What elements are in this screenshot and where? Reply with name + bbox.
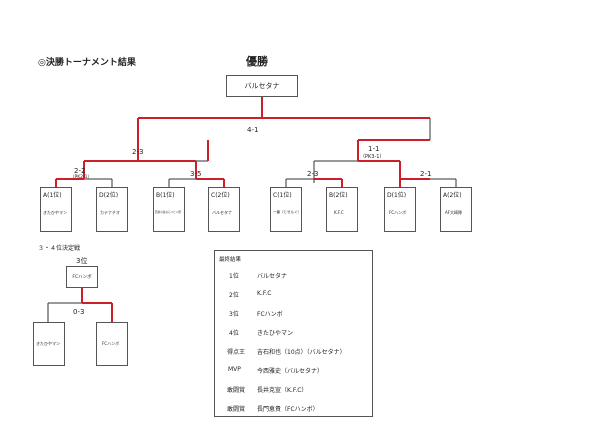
team-box: B(2位) K.F.C bbox=[326, 187, 358, 232]
third-place-score: 0-3 bbox=[73, 308, 85, 316]
team-name: 西新小鬼ならハヒハ所 bbox=[155, 211, 181, 214]
team-box: FCハンボ bbox=[96, 322, 128, 366]
final-results-panel: 最終結果 1位 バルセタナ 2位 K.F.C 3位 FCハンボ 4位 きたひやマ… bbox=[214, 250, 373, 417]
result-value: 吉石和也（10点）（バルセタナ） bbox=[257, 349, 346, 356]
qf3-score: 2-3 bbox=[307, 170, 319, 178]
result-label: 3位 bbox=[229, 311, 239, 318]
result-label: 得点王 bbox=[227, 349, 246, 356]
team-seed: C(2位) bbox=[211, 192, 230, 199]
team-box: D(1位) FCハンボ bbox=[384, 187, 416, 232]
final-results-title: 最終結果 bbox=[219, 257, 242, 263]
result-label: 2位 bbox=[229, 292, 239, 299]
team-box: きたひやマン bbox=[33, 322, 65, 366]
third-place-rank: 3位 bbox=[76, 257, 88, 265]
champion-name: バルセタナ bbox=[244, 82, 280, 90]
champion-box: バルセタナ bbox=[226, 75, 298, 97]
team-box: D(2位) カテナチオ bbox=[96, 187, 128, 232]
champion-heading: 優勝 bbox=[246, 55, 268, 68]
team-box: C(1位) 一番（とせんぐ） bbox=[270, 187, 302, 232]
team-box: C(2位) バルセタナ bbox=[208, 187, 240, 232]
result-value: FCハンボ bbox=[257, 311, 283, 318]
qf1-pk: （PK2-1） bbox=[70, 175, 93, 180]
team-box: B(1位) 西新小鬼ならハヒハ所 bbox=[153, 187, 185, 232]
team-name: FCハンボ bbox=[102, 341, 120, 346]
result-value: バルセタナ bbox=[257, 273, 288, 280]
team-name: きたひやマン bbox=[36, 341, 60, 346]
team-name: AF大崎隊 bbox=[445, 210, 463, 215]
team-name: カテナチオ bbox=[100, 210, 120, 215]
team-seed: B(1位) bbox=[156, 192, 175, 199]
result-value: 長門恵貴（FCハンボ） bbox=[257, 406, 319, 413]
team-seed: B(2位) bbox=[329, 192, 348, 199]
third-place-winner-box: FCハンボ bbox=[66, 266, 98, 288]
result-label: 敢闘賞 bbox=[227, 406, 246, 413]
team-seed: D(1位) bbox=[387, 192, 407, 199]
result-label: 敢闘賞 bbox=[227, 387, 246, 394]
team-name: きたひやマン bbox=[43, 210, 67, 215]
qf4-score: 2-1 bbox=[420, 170, 432, 178]
team-box: A(1位) きたひやマン bbox=[40, 187, 72, 232]
team-name: K.F.C bbox=[334, 210, 344, 215]
result-value: きたひやマン bbox=[257, 330, 294, 337]
team-seed: C(1位) bbox=[273, 192, 292, 199]
result-label: 1位 bbox=[229, 273, 239, 280]
result-label: MVP bbox=[228, 366, 241, 373]
team-seed: A(2位) bbox=[443, 192, 462, 199]
semi-left-score: 2-3 bbox=[132, 148, 144, 156]
result-value: K.F.C bbox=[257, 290, 272, 297]
result-value: 今西雅史（バルセタナ） bbox=[257, 368, 324, 375]
team-seed: D(2位) bbox=[99, 192, 119, 199]
result-value: 長井克宣（K.F.C） bbox=[257, 387, 308, 394]
semi-right-score: 1-1 bbox=[368, 145, 380, 153]
semi-right-pk: （PK3-1） bbox=[360, 154, 385, 160]
team-name: バルセタナ bbox=[212, 210, 232, 215]
team-seed: A(1位) bbox=[43, 192, 62, 199]
team-box: A(2位) AF大崎隊 bbox=[440, 187, 472, 232]
team-name: FCハンボ bbox=[389, 210, 407, 215]
third-place-title: ３・４位決定戦 bbox=[38, 245, 81, 252]
third-place-winner: FCハンボ bbox=[72, 275, 92, 280]
result-label: 4位 bbox=[229, 330, 239, 337]
qf2-score: 3-5 bbox=[190, 170, 202, 178]
section-title: ◎決勝トーナメント結果 bbox=[38, 58, 136, 68]
qf1-score: 2-2 bbox=[74, 167, 86, 175]
final-score: 4-1 bbox=[247, 126, 259, 134]
team-name: 一番（とせんぐ） bbox=[273, 210, 301, 214]
